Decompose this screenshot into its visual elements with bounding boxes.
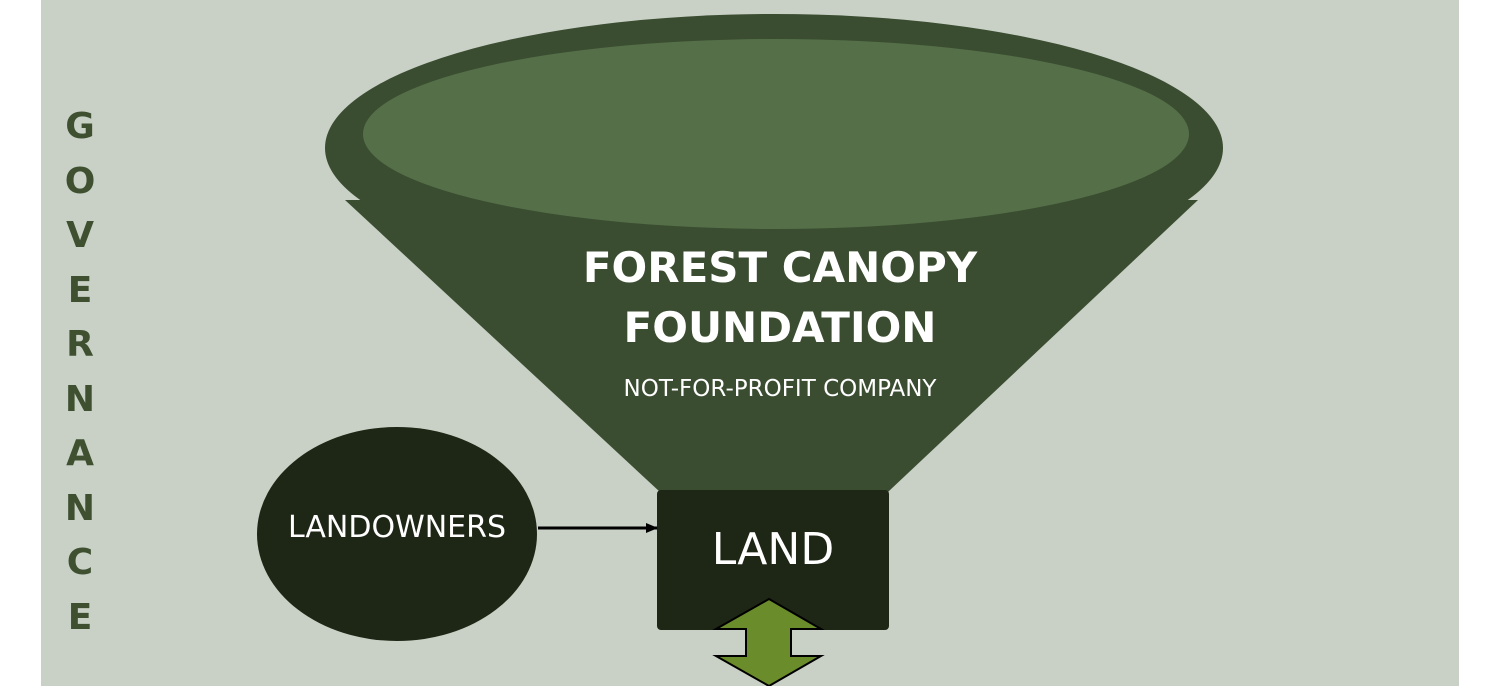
- funnel-body: [345, 200, 1198, 492]
- governance-vertical-label: G O V E R N A N C E: [60, 100, 100, 645]
- governance-letter: N: [64, 487, 96, 529]
- governance-letter: O: [64, 160, 96, 202]
- governance-letter: A: [66, 433, 94, 474]
- funnel-title-line: FOUNDATION: [623, 303, 937, 352]
- governance-letter: N: [64, 378, 96, 420]
- governance-letter: E: [67, 596, 93, 638]
- governance-letter: G: [65, 106, 95, 147]
- governance-letter: C: [66, 542, 94, 583]
- landowners-node: [257, 427, 537, 641]
- funnel-subtitle: NOT-FOR-PROFIT COMPANY: [623, 376, 937, 402]
- governance-letter: R: [66, 324, 94, 365]
- land-double-arrow: [712, 597, 825, 686]
- funnel-top: [363, 39, 1189, 229]
- land-label: LAND: [711, 524, 835, 575]
- governance-letter: E: [67, 269, 93, 311]
- funnel-title: FOREST CANOPY FOUNDATION: [480, 238, 1080, 358]
- land-node: [657, 490, 889, 630]
- funnel-title-line: FOREST CANOPY: [582, 243, 978, 292]
- landowners-label: LANDOWNERS: [287, 510, 507, 545]
- governance-letter: V: [66, 215, 94, 256]
